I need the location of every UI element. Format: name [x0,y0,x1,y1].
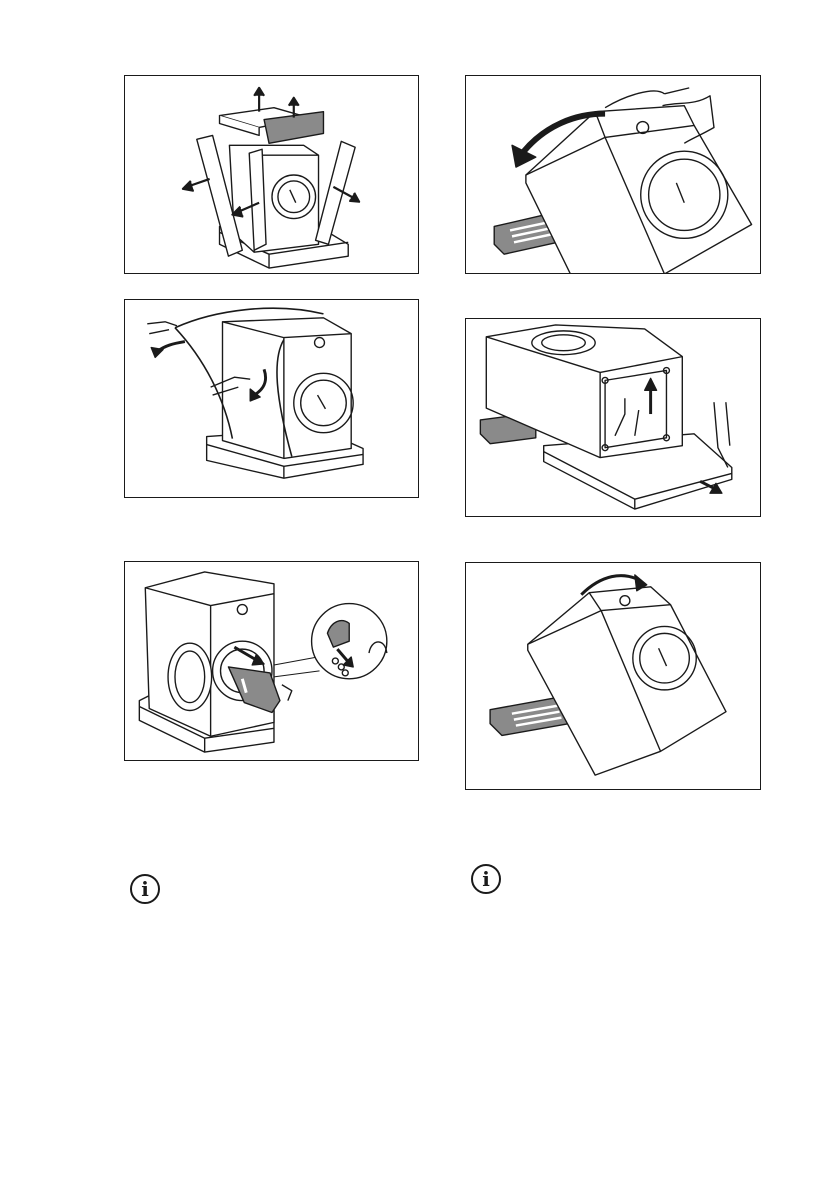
washer-upright-icon [466,563,760,789]
info-icon: i [130,874,160,904]
figure-remove-bag [124,561,419,761]
figure-tilt-machine [465,75,761,274]
figure-remove-base [465,318,761,517]
figure-remove-packaging [124,75,419,274]
washer-unpack-icon [125,76,418,273]
washer-tilt-icon [466,76,760,273]
washer-base-icon [466,319,760,516]
washer-cover-icon [125,300,418,497]
washer-door-icon [125,562,418,760]
figure-remove-cover [124,299,419,498]
figure-upright-machine [465,562,761,790]
info-icon: i [471,864,501,894]
